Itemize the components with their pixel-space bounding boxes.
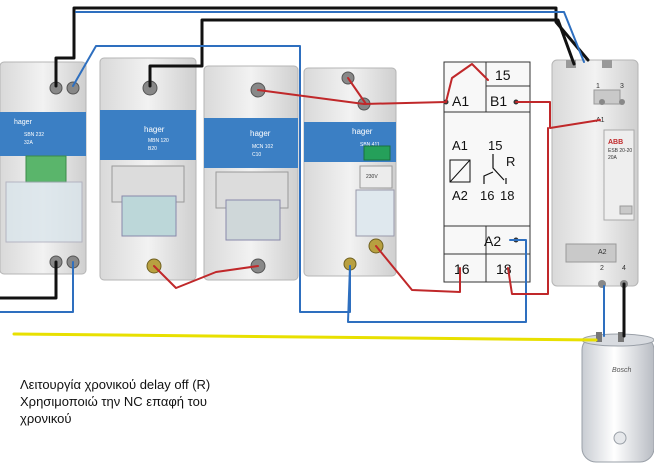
contactor-rating: 20A	[608, 155, 618, 161]
breaker-2-rating: B20	[148, 146, 157, 152]
wire-blue	[75, 11, 585, 63]
schematic-label-a2: A2	[452, 188, 468, 203]
contactor-terminal-a2: A2	[598, 249, 607, 256]
wire-blue	[0, 261, 74, 313]
timer-relay: 15 A1 B1 A1 A2 15 R 16 18 A2 16 18	[443, 61, 531, 283]
wire-black	[148, 18, 576, 88]
relay-terminal-b1: B1	[490, 93, 507, 109]
breaker-3-model: MCN 102	[252, 144, 273, 150]
caption-line-1: Λειτουργία χρονικού delay off (R)	[20, 377, 211, 392]
breaker-3-rating: C10	[252, 152, 261, 158]
schematic-label-16: 16	[480, 188, 494, 203]
wire-yellow-earth	[12, 332, 598, 342]
breaker-4-model: SBN 411	[360, 142, 380, 148]
caption-line-2: Χρησιμοποιώ την NC επαφή του	[20, 394, 207, 409]
wire-red	[507, 127, 549, 295]
relay-terminal-a2: A2	[484, 233, 501, 249]
breaker-1-rating: 32A	[24, 140, 34, 146]
breaker-2-model: MBN 120	[148, 138, 169, 144]
wire-red	[445, 63, 489, 103]
heater-logo: Bosch	[612, 367, 632, 374]
heater-knob	[613, 431, 627, 445]
contactor-model: ESB 20-20	[608, 148, 632, 154]
circuit-breaker-mbn120: hager MBN 120 B20	[99, 57, 197, 281]
wire-blue	[347, 239, 527, 323]
relay-terminal-15: 15	[495, 67, 511, 83]
relay-terminal-16: 16	[454, 261, 470, 277]
circuit-breaker-mcn102: hager MCN 102 C10	[203, 65, 299, 281]
contactor-terminal-1: 1	[596, 83, 600, 90]
breaker-3-brand: hager	[250, 129, 271, 138]
contactor-terminal-2: 2	[600, 265, 604, 272]
contactor-terminal-4: 4	[622, 265, 626, 272]
modular-switch-sbn411: hager SBN 411 230V	[303, 67, 397, 277]
breaker-4-brand: hager	[352, 127, 373, 136]
wire-red	[153, 265, 259, 289]
wire-black	[54, 6, 590, 88]
breaker-1-model: SBN 232	[24, 132, 44, 138]
screw-terminal	[66, 81, 80, 95]
wire-red	[515, 101, 601, 129]
schematic-label-15: 15	[488, 138, 502, 153]
caption-line-3: χρονικού	[20, 411, 72, 426]
contactor-terminal-3: 3	[620, 83, 624, 90]
wire-red	[347, 77, 367, 105]
main-switch-breaker: hager SBN 232 32A	[0, 61, 87, 275]
relay-terminal-a1: A1	[452, 93, 469, 109]
relay-contact-symbol	[483, 154, 507, 184]
wire-red	[375, 245, 461, 293]
schematic-label-18: 18	[500, 188, 514, 203]
caption: Λειτουργία χρονικού delay off (R) Χρησιμ…	[20, 376, 320, 427]
water-heater: Bosch	[581, 332, 654, 463]
breaker-1-brand: hager	[14, 119, 33, 126]
contactor-abb: 1 3 A1 ABB ESB 20-20 20A A2 2 4	[551, 59, 639, 288]
wire-blue	[72, 45, 351, 313]
wire-red	[257, 89, 447, 105]
wires	[0, 6, 626, 342]
schematic-label-a1: A1	[452, 138, 468, 153]
wire-black	[0, 260, 58, 300]
relay-coil-symbol	[449, 159, 471, 183]
schematic-label-r: R	[506, 154, 515, 169]
breaker-2-brand: hager	[144, 125, 165, 134]
breaker-4-rating: 230V	[366, 174, 378, 180]
contactor-brand: ABB	[608, 139, 623, 146]
